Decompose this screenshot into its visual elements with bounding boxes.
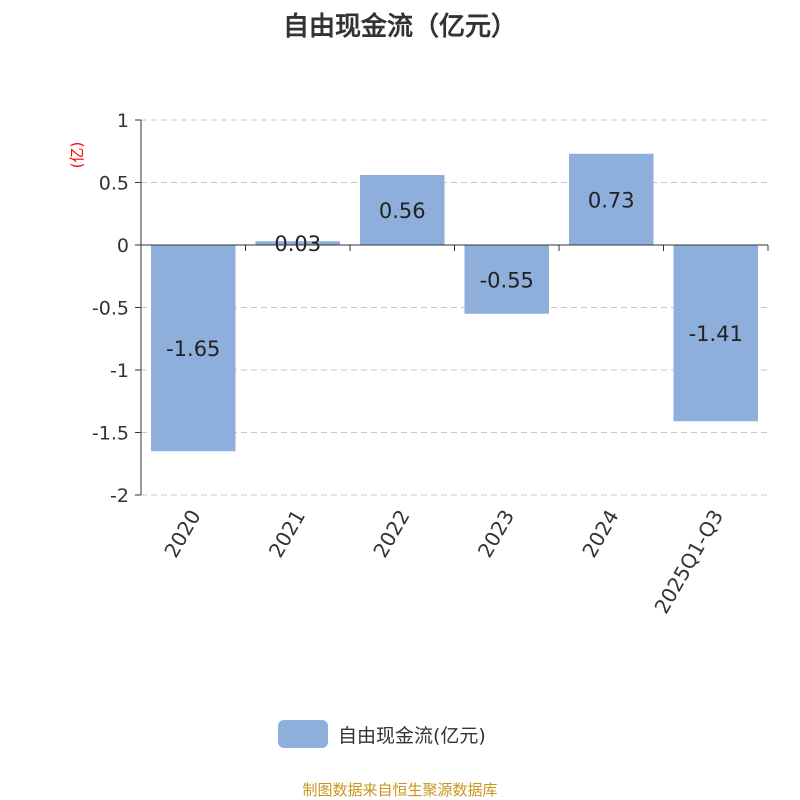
- data-label: -1.41: [689, 322, 743, 346]
- y-tick-label: 0: [117, 235, 129, 257]
- chart-title: 自由现金流（亿元）: [282, 12, 517, 42]
- y-tick-label: 0.5: [99, 173, 129, 195]
- data-label: -0.55: [480, 268, 534, 292]
- bar: [255, 241, 340, 245]
- x-tick-label: 2020: [159, 506, 205, 562]
- bar: [464, 245, 549, 314]
- y-axis-label: (亿): [68, 142, 86, 169]
- x-tick-label: 2024: [577, 506, 623, 562]
- x-tick-label: 2021: [264, 506, 310, 562]
- legend[interactable]: 自由现金流(亿元): [278, 720, 486, 748]
- bar: [673, 245, 758, 422]
- legend-swatch: [278, 720, 328, 748]
- x-tick-label: 2025Q1-Q3: [649, 506, 728, 618]
- y-tick-label: 1: [117, 110, 129, 132]
- x-tick-label: 2023: [473, 506, 519, 562]
- legend-label: 自由现金流(亿元): [338, 724, 486, 747]
- y-tick-label: -1: [110, 360, 129, 382]
- bar: [569, 153, 654, 245]
- data-label: 0.03: [274, 232, 321, 256]
- bar: [151, 245, 236, 452]
- source-footer: 制图数据来自恒生聚源数据库: [302, 781, 498, 799]
- data-label: -1.65: [166, 337, 220, 361]
- y-tick-label: -2: [110, 485, 129, 507]
- y-tick-label: -0.5: [92, 298, 129, 320]
- y-tick-label: -1.5: [92, 423, 129, 445]
- x-tick-label: 2022: [368, 506, 414, 562]
- data-label: 0.56: [379, 199, 426, 223]
- data-label: 0.73: [588, 188, 635, 212]
- bar: [360, 175, 445, 245]
